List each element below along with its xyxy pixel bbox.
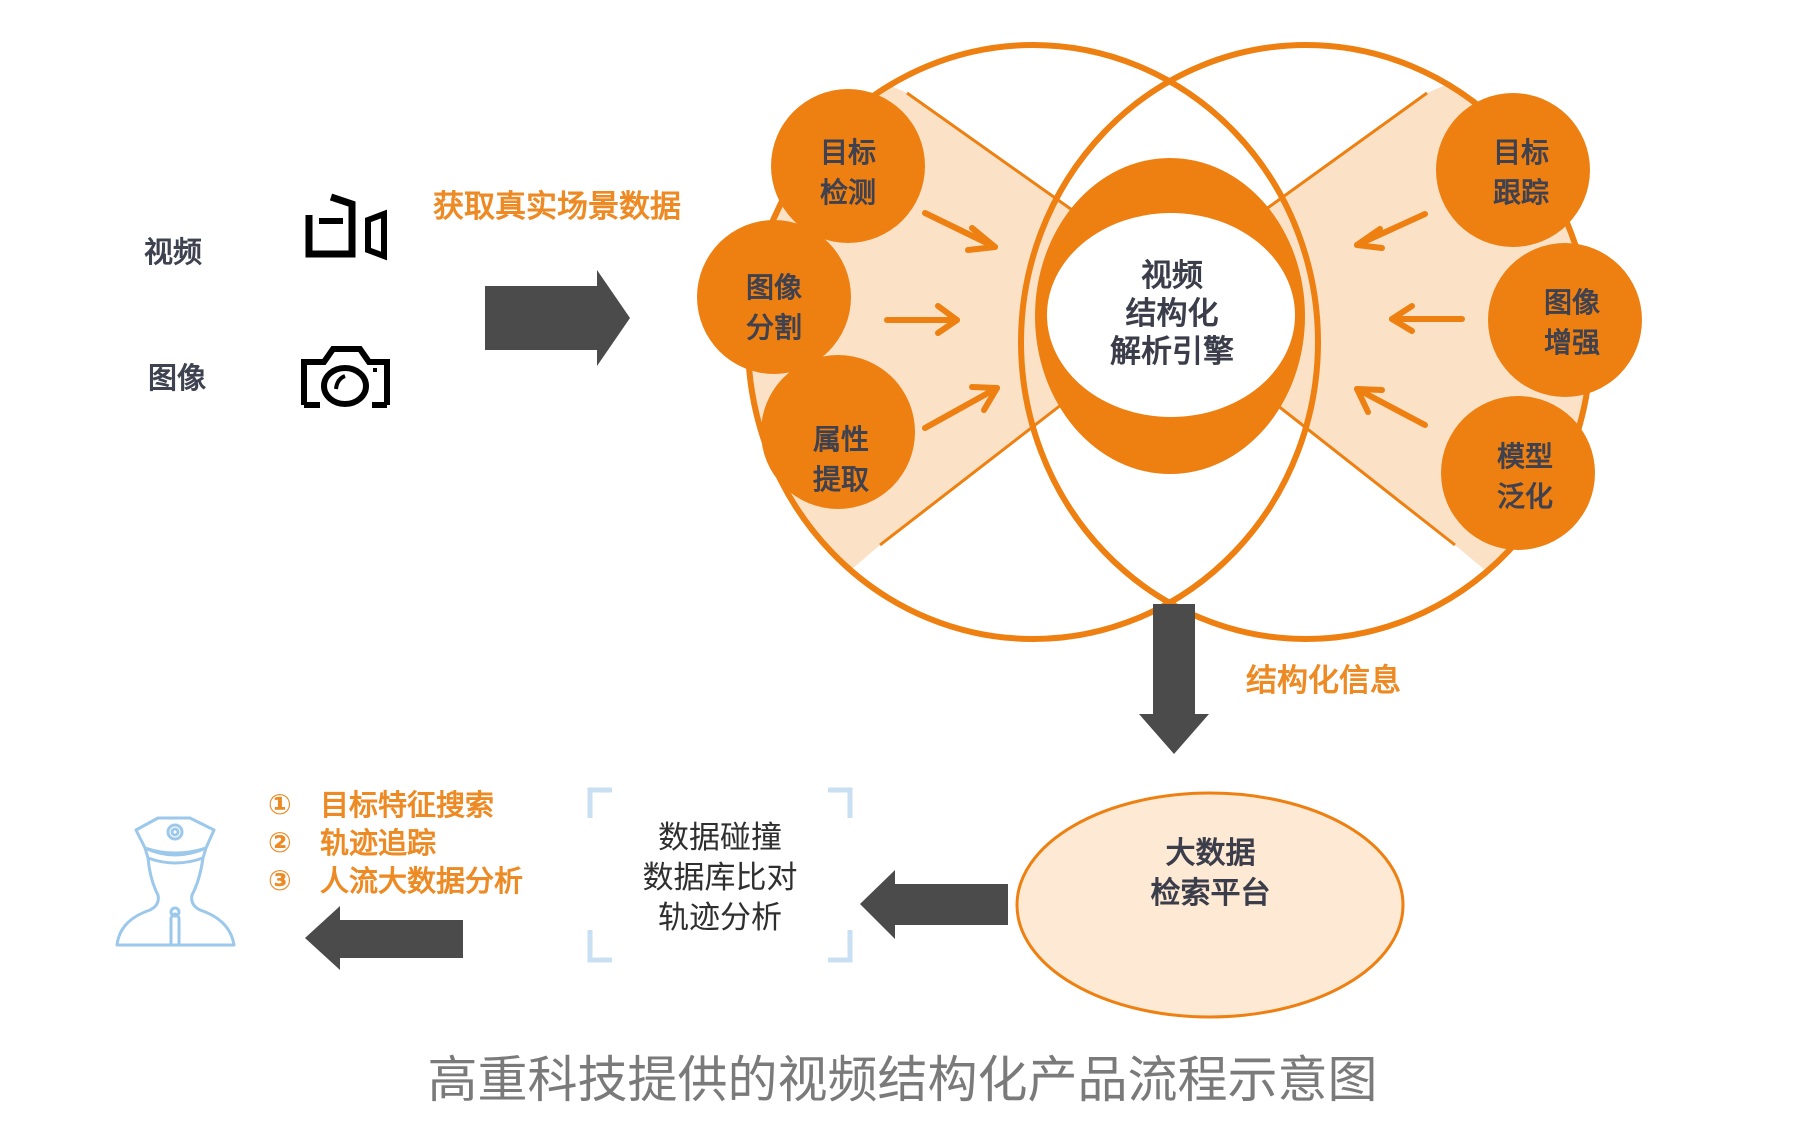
structured-info-label: 结构化信息: [1246, 663, 1401, 699]
arrow-detect-to-engine-icon: [922, 210, 998, 253]
output-item: ① 目标特征搜索: [268, 786, 523, 824]
output-item-text: 人流大数据分析: [320, 864, 524, 898]
module-generalize: 模型 泛化: [1445, 437, 1605, 517]
arrow-segment-to-engine-icon: [884, 303, 960, 336]
output-item-number: ②: [268, 826, 292, 859]
platform-line-2: 检索平台: [1150, 876, 1271, 911]
input-label-image: 图像: [148, 361, 207, 395]
module-circle-track: [1436, 93, 1590, 247]
arrow-platform-left-icon: [860, 870, 1008, 939]
process-line-2: 数据库比对: [642, 860, 798, 896]
engine-label: 视频 结构化 解析引擎: [1052, 257, 1292, 371]
arrow-attribute-to-engine-icon: [922, 384, 1000, 431]
right-inward-arrows: [1354, 211, 1465, 428]
module-attribute-line-1: 属性: [812, 423, 869, 456]
arrow-acquire-right-icon: [485, 270, 630, 366]
process-label: 数据碰撞 数据库比对 轨迹分析: [605, 818, 835, 938]
arrow-track-to-engine-icon: [1354, 211, 1428, 251]
arrow-enhance-to-engine-icon: [1389, 303, 1465, 334]
module-circle-enhance: [1488, 243, 1642, 397]
arrow-output-left-icon: [305, 906, 463, 970]
module-generalize-line-2: 泛化: [1496, 480, 1553, 513]
output-item-number: ③: [268, 864, 292, 897]
right-fan-top-edge: [1261, 91, 1428, 214]
bracket-top-left: [587, 787, 612, 818]
module-detect-line-2: 检测: [819, 176, 876, 209]
output-item-text: 目标特征搜索: [320, 788, 495, 822]
module-segment: 图像 分割: [694, 268, 854, 348]
module-track-line-1: 目标: [1492, 136, 1549, 169]
engine-inner: [1047, 213, 1295, 417]
platform-ellipse: [1015, 791, 1405, 1019]
output-item: ② 轨迹追踪: [268, 824, 523, 862]
module-circle-attribute: [761, 355, 915, 509]
police-officer-icon: [115, 816, 236, 947]
output-item-number: ①: [268, 788, 292, 821]
arrow-generalize-to-engine-icon: [1354, 386, 1428, 428]
input-label-video: 视频: [144, 235, 203, 269]
left-fan-bottom-edge: [879, 396, 1071, 547]
engine-line-1: 视频: [1141, 258, 1203, 294]
module-attribute: 属性 提取: [761, 420, 921, 500]
module-circle-segment: [697, 220, 851, 374]
bracket-bottom-right: [828, 930, 853, 963]
module-track: 目标 跟踪: [1441, 133, 1601, 213]
output-item: ③ 人流大数据分析: [268, 862, 523, 900]
engine-line-2: 结构化: [1125, 296, 1219, 332]
module-circle-detect: [771, 89, 925, 243]
module-enhance-line-1: 图像: [1543, 286, 1600, 319]
module-generalize-line-1: 模型: [1496, 440, 1553, 473]
module-enhance: 图像 增强: [1492, 283, 1652, 363]
output-item-text: 轨迹追踪: [320, 826, 437, 860]
acquire-data-label: 获取真实场景数据: [433, 189, 681, 225]
module-enhance-line-2: 增强: [1543, 326, 1600, 359]
module-segment-line-1: 图像: [745, 271, 802, 304]
module-detect-line-1: 目标: [819, 136, 876, 169]
figure-caption: 高重科技提供的视频结构化产品流程示意图: [427, 1051, 1378, 1109]
process-line-3: 轨迹分析: [658, 900, 782, 936]
left-fan-top-edge: [906, 91, 1076, 214]
video-camera-icon: [305, 193, 387, 261]
module-track-line-2: 跟踪: [1492, 176, 1549, 209]
engine-line-3: 解析引擎: [1110, 334, 1234, 370]
right-fan-bottom-edge: [1267, 396, 1456, 547]
module-segment-line-2: 分割: [745, 311, 802, 344]
platform-label: 大数据 检索平台: [1098, 834, 1323, 914]
bracket-top-right: [828, 787, 853, 818]
module-circle-generalize: [1441, 396, 1595, 550]
module-detect: 目标 检测: [768, 133, 928, 213]
output-list: ① 目标特征搜索 ② 轨迹追踪 ③ 人流大数据分析: [268, 786, 523, 900]
arrow-structured-down-icon: [1139, 604, 1209, 754]
photo-camera-icon: [301, 346, 390, 408]
bracket-bottom-left: [587, 930, 612, 963]
left-inward-arrows: [884, 210, 1000, 431]
platform-line-1: 大数据: [1165, 836, 1256, 871]
process-line-1: 数据碰撞: [658, 820, 782, 856]
process-brackets: [587, 787, 853, 963]
module-attribute-line-2: 提取: [812, 463, 869, 496]
